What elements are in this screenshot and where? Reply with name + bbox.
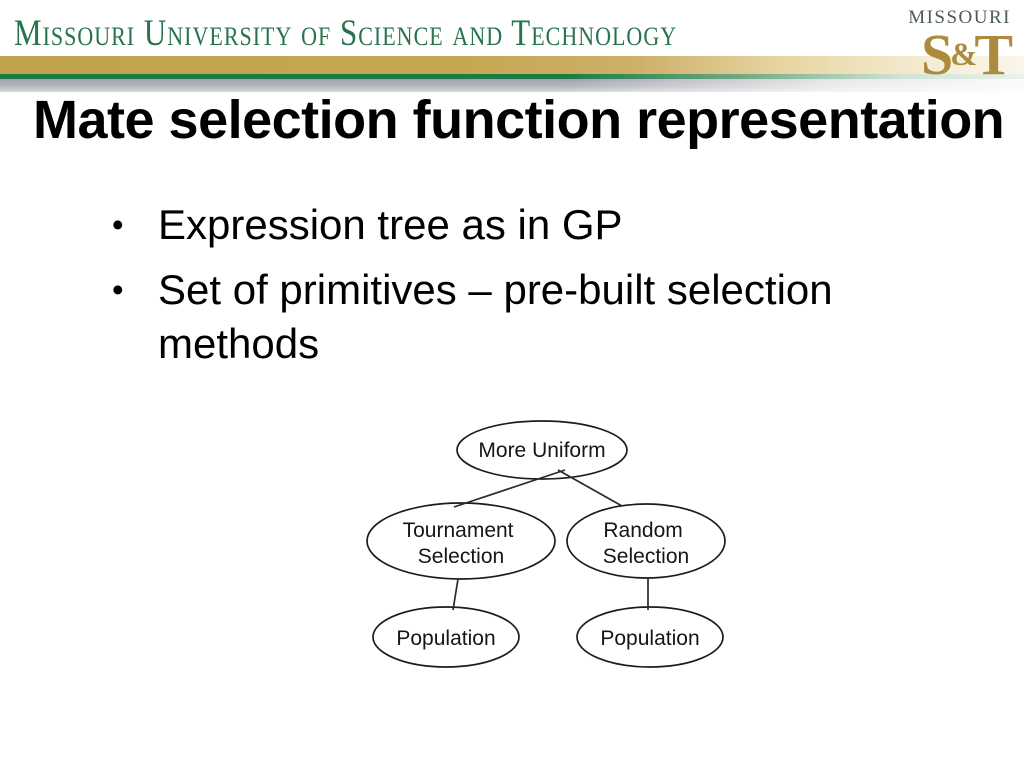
selection-tree-diagram: More Uniform Tournament Selection Random… bbox=[366, 420, 726, 668]
node-population-right-ellipse bbox=[576, 606, 724, 668]
masthead-green-stripe bbox=[0, 74, 1024, 79]
university-name: Missouri University of Science and Techn… bbox=[14, 12, 678, 54]
node-label-tournament-selection: Tournament Selection bbox=[403, 519, 520, 568]
node-label-population-right: Population bbox=[600, 627, 699, 650]
node-population-left-ellipse bbox=[372, 606, 520, 668]
logo-ampersand: & bbox=[950, 36, 978, 73]
node-label-population-left: Population bbox=[396, 627, 495, 650]
bullet-list: • Expression tree as in GP • Set of prim… bbox=[112, 198, 922, 382]
bullet-item-expression-tree: • Expression tree as in GP bbox=[112, 198, 922, 252]
node-label-more-uniform: More Uniform bbox=[478, 439, 605, 462]
node-random-selection-ellipse bbox=[566, 503, 726, 579]
logo-st-text: S&T bbox=[908, 26, 1013, 84]
slide-title: Mate selection function representation bbox=[33, 90, 1005, 150]
masthead-gold-stripe bbox=[0, 56, 1024, 74]
bullet-item-set-of-primitives: • Set of primitives – pre-built selectio… bbox=[112, 263, 922, 371]
logo-missouri-text: MISSOURI bbox=[908, 7, 1011, 28]
bullet-text: Expression tree as in GP bbox=[158, 201, 623, 248]
node-more-uniform-ellipse bbox=[456, 420, 628, 480]
logo-st-t: T bbox=[974, 22, 1013, 87]
bullet-marker: • bbox=[112, 271, 124, 308]
masthead-gray-stripe bbox=[0, 79, 1024, 92]
node-tournament-selection-ellipse bbox=[366, 502, 556, 580]
edge-root-to-tournament bbox=[453, 469, 566, 508]
edge-root-to-random bbox=[557, 469, 623, 507]
logo-st-s: S bbox=[921, 22, 954, 87]
edge-tournament-to-population bbox=[452, 578, 459, 611]
node-label-random-selection: Random Selection bbox=[603, 519, 689, 568]
bullet-marker: • bbox=[112, 206, 124, 243]
bullet-text-line1: Set of primitives – pre-built selection bbox=[158, 266, 833, 313]
missouri-st-logo: MISSOURI S&T bbox=[908, 7, 1013, 84]
bullet-text-line2: methods bbox=[158, 320, 320, 367]
